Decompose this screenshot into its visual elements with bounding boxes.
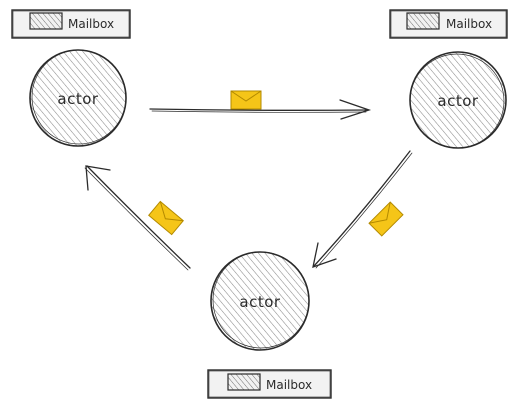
mailbox-label: Mailbox (266, 378, 312, 392)
mailbox-icon (227, 373, 261, 391)
envelope-icon (368, 201, 404, 237)
actor-label: actor (57, 90, 98, 108)
mailbox-icon (406, 12, 440, 30)
actor-top-right: actor (409, 51, 507, 149)
actor-top-left: actor (29, 49, 127, 147)
envelope-icon (230, 90, 262, 110)
mailbox-label: Mailbox (446, 17, 492, 31)
mailbox-bottom: Mailbox (207, 369, 332, 399)
message-arrow-right-to-bottom (312, 150, 413, 269)
actor-label: actor (437, 92, 478, 110)
actor-bottom: actor (210, 251, 310, 351)
message-arrow-left-to-right (149, 99, 372, 120)
mailbox-icon (29, 12, 63, 30)
mailbox-top-right: Mailbox (389, 9, 508, 39)
actor-label: actor (239, 293, 280, 311)
message-arrow-bottom-to-left (84, 165, 191, 271)
mailbox-top-left: Mailbox (11, 9, 131, 39)
mailbox-label: Mailbox (68, 17, 114, 31)
envelope-icon (148, 200, 184, 236)
